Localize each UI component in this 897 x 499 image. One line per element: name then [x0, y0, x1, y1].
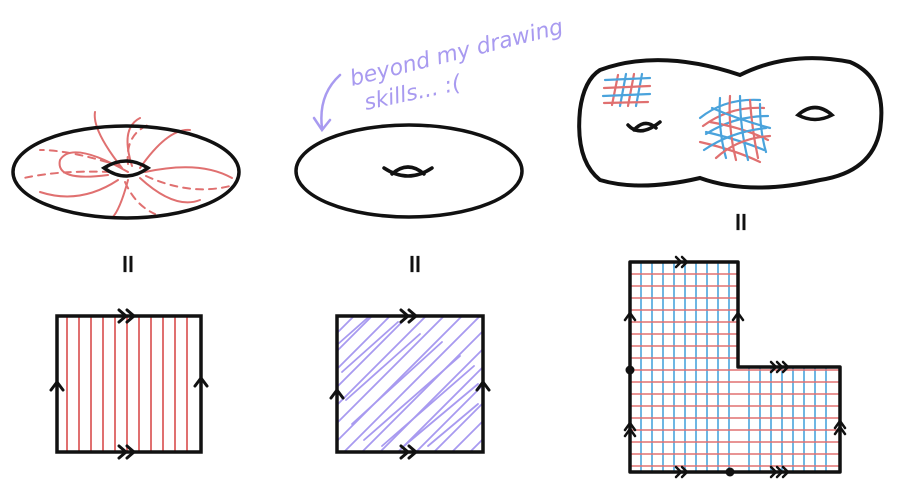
square-purple-hatch — [329, 308, 491, 460]
vertex-dot-left — [625, 365, 635, 375]
torus-outline — [11, 124, 241, 220]
caption-arrow — [312, 73, 342, 133]
equals-sign-3: = — [726, 211, 756, 233]
genus-two-surface — [577, 56, 884, 190]
vertex-dot-bottom — [725, 467, 735, 477]
square-red-lines — [49, 308, 209, 460]
torus-red-foliation — [11, 111, 241, 220]
equals-sign-1: = — [113, 253, 143, 275]
grid-patch-star — [698, 94, 772, 164]
l-shape-grid — [623, 255, 847, 479]
equals-sign-2: = — [400, 253, 430, 275]
torus-plain — [294, 123, 524, 219]
grid-patch-small — [601, 72, 652, 108]
caption: beyond my drawing skills... :( — [347, 15, 565, 116]
torus-hole — [100, 159, 152, 178]
